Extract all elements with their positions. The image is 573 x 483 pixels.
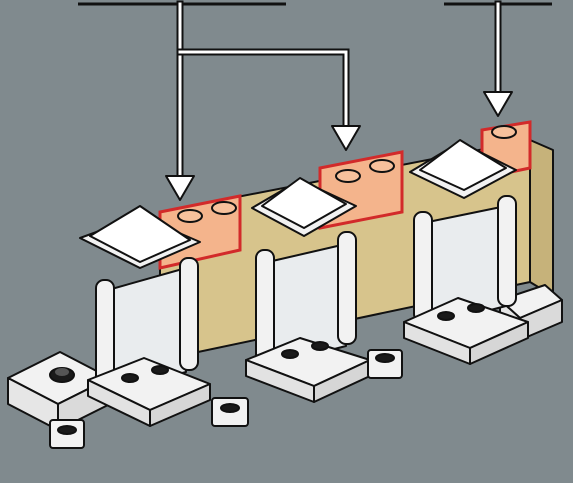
arrowhead-left: [166, 176, 194, 200]
window-frame-right: [404, 140, 528, 364]
arrowhead-middle: [332, 126, 360, 150]
window-frame-left: [80, 206, 210, 426]
arrowhead-right: [484, 92, 512, 116]
